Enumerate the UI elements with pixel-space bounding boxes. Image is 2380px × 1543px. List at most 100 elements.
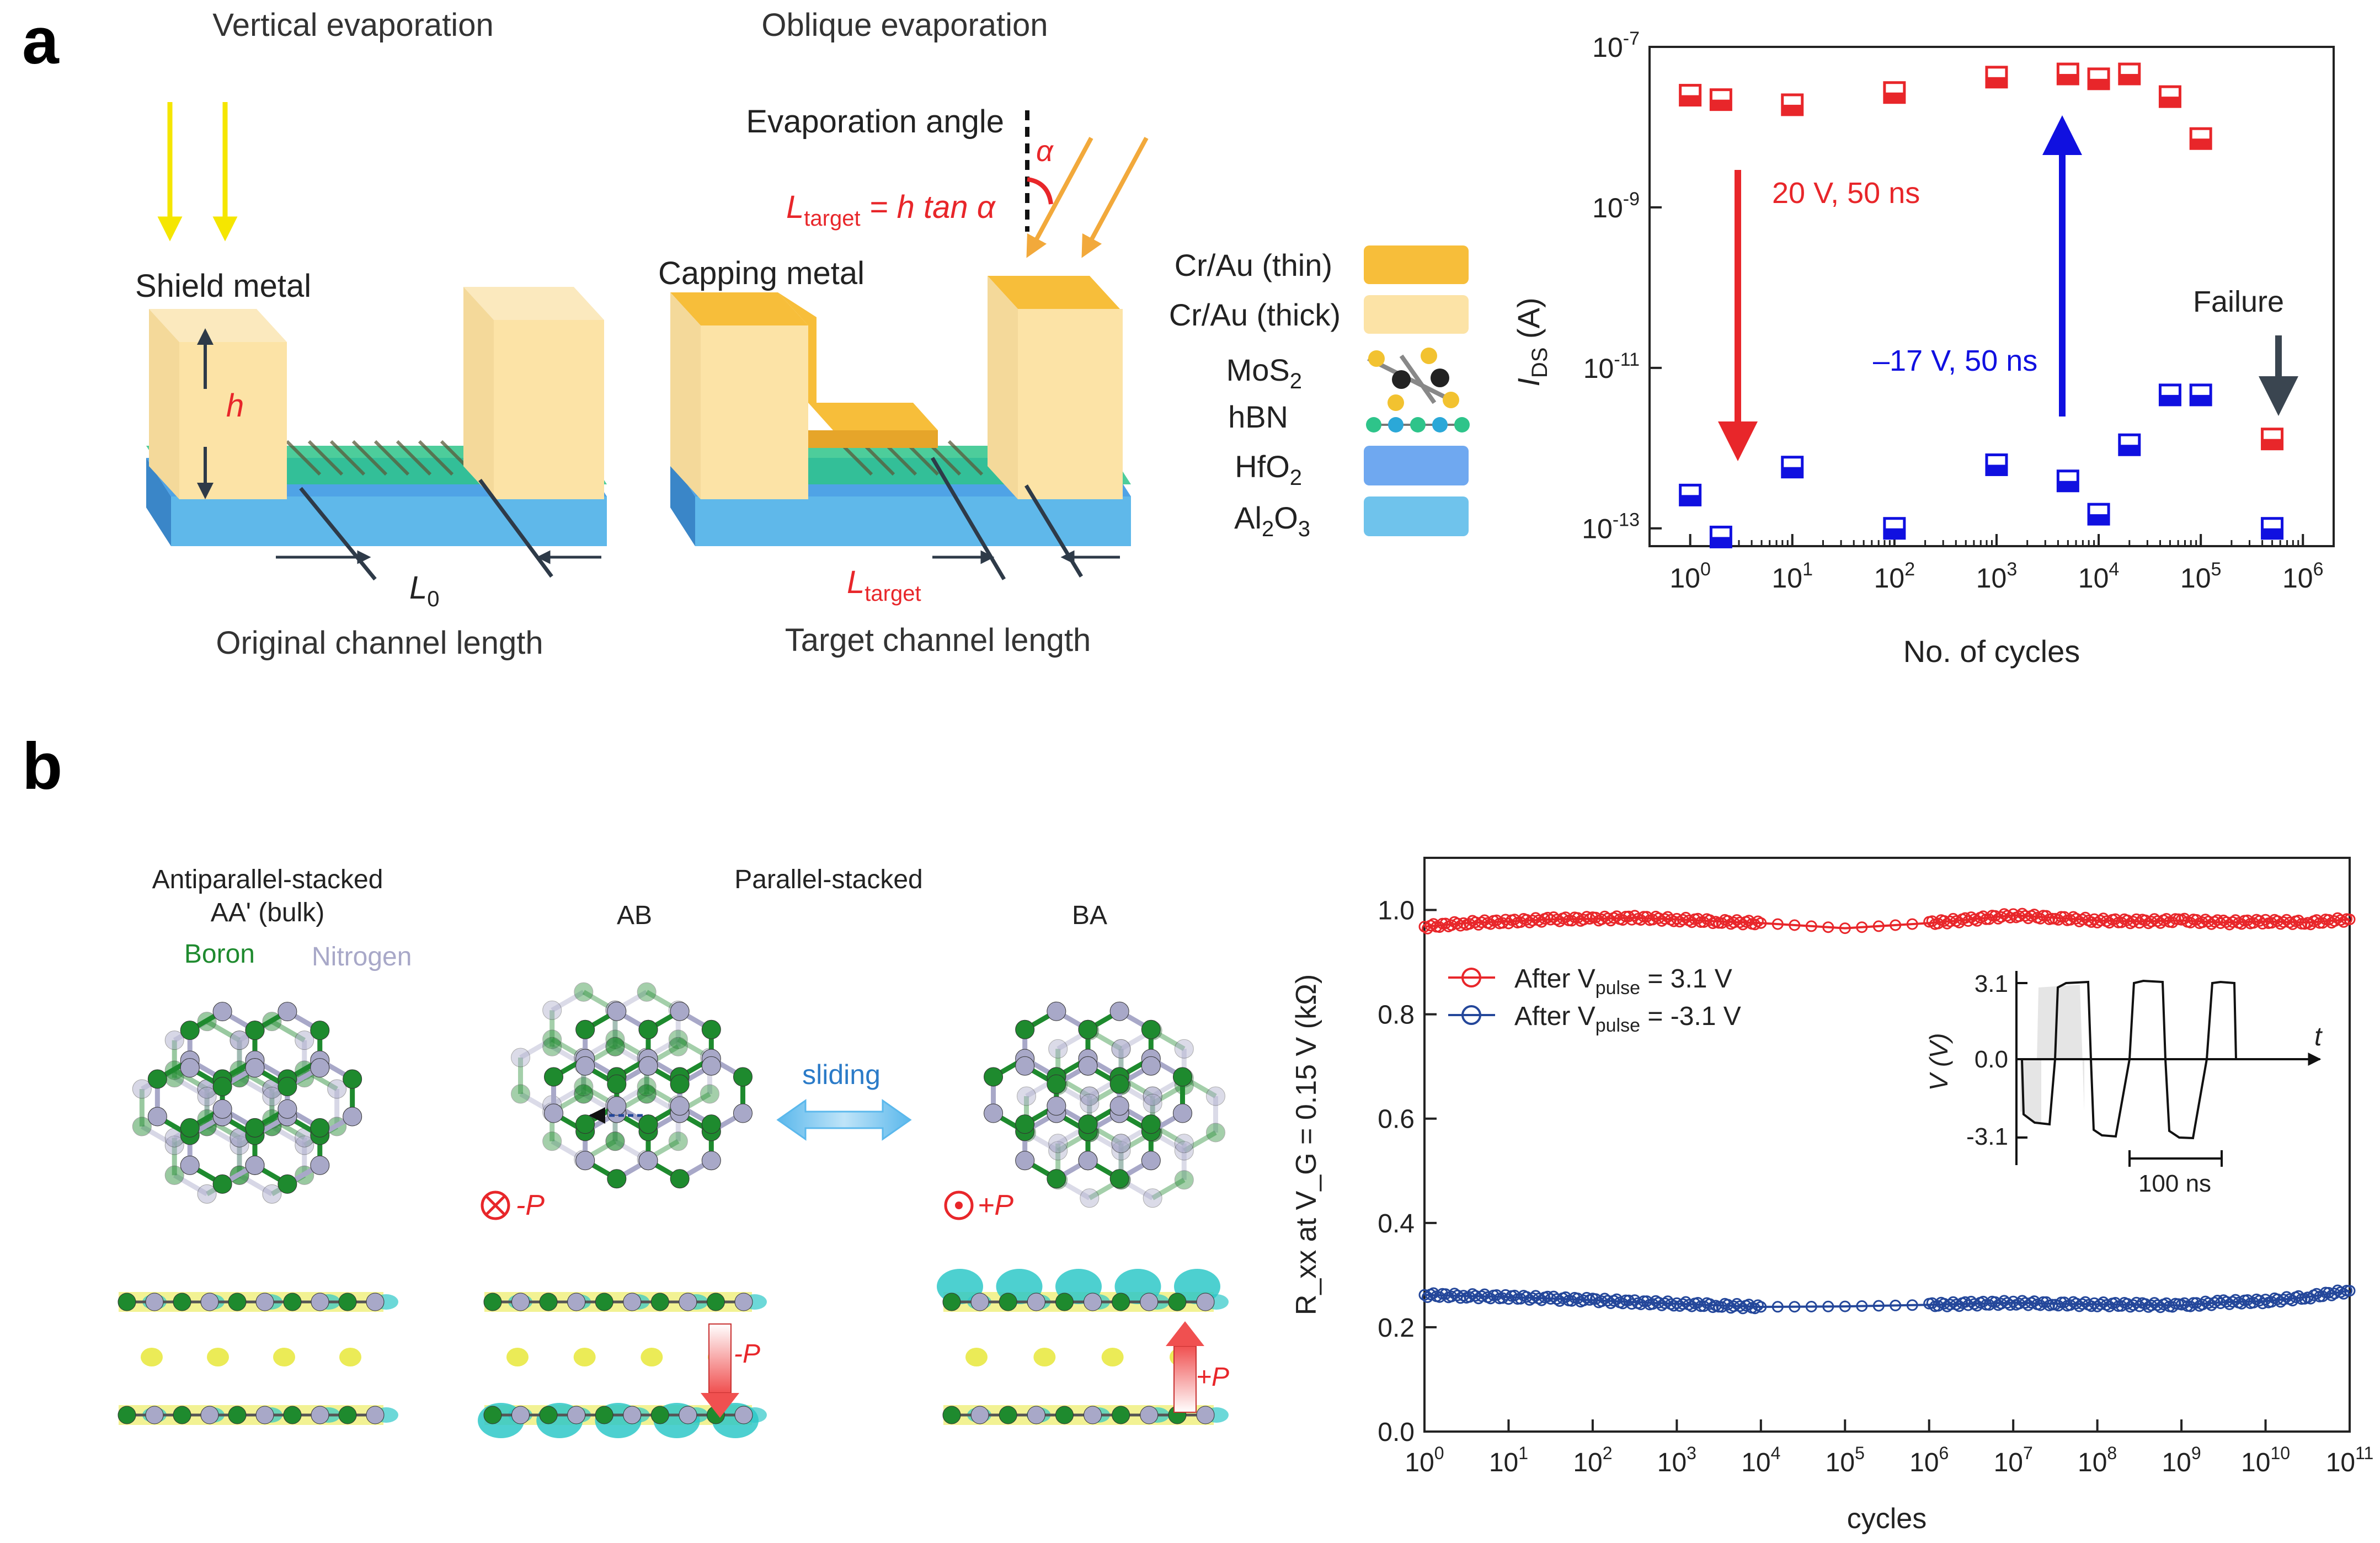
chart-a-xtick-label: 105: [2180, 559, 2222, 594]
nitrogen-atom: [1027, 1406, 1045, 1424]
legend-al2o3: Al2O3: [1234, 500, 1310, 541]
chart-a-ylabel: IDS (A): [1511, 297, 1552, 386]
nitrogen-atom: [180, 1155, 200, 1175]
antiparallel-title: Antiparallel-stacked: [152, 865, 383, 894]
boron-atom: [574, 1084, 594, 1104]
nitrogen-atom: [310, 1058, 330, 1078]
chart-b-point-low: [2229, 1294, 2242, 1306]
chart-b-point-low: [2196, 1299, 2208, 1311]
chart-b-xtick-label: 101: [1489, 1443, 1528, 1477]
bond: [551, 990, 585, 1013]
chart-a-point-off: [1883, 517, 1906, 540]
plus-p-arrow: [1166, 1321, 1204, 1413]
chart-b-xtick-label: 1010: [2241, 1443, 2290, 1477]
chart-b-point-high: [1789, 919, 1801, 931]
boron-atom: [984, 1067, 1004, 1087]
nitrogen-atom: [1143, 1093, 1162, 1113]
chart-b-point-high: [1479, 914, 1491, 926]
nitrogen-atom: [180, 1058, 200, 1078]
boron-atom: [595, 1406, 613, 1424]
nitrogen-atom: [1205, 1086, 1225, 1106]
chart-b-point-high: [1839, 922, 1851, 935]
boron-atom: [212, 1077, 232, 1097]
nitrogen-atom: [733, 1103, 753, 1123]
chart-b-point-low: [1439, 1288, 1452, 1300]
nitrogen-atom: [734, 1406, 753, 1424]
chart-a-xtick-label: 103: [1976, 559, 2018, 594]
interlayer-lobe: [141, 1348, 163, 1366]
layer-legend: Cr/Au (thin) Cr/Au (thick) MoS2 hBN HfO2: [1169, 245, 1470, 541]
legend-low-marker: [1461, 1005, 1481, 1025]
nitrogen-atom: [327, 1079, 347, 1099]
bond: [551, 1084, 585, 1107]
nitrogen-atom: [970, 1406, 989, 1424]
chart-a-point-on: [1883, 81, 1906, 104]
boron-atom: [670, 1074, 690, 1094]
chart-b-point-low: [2007, 1295, 2019, 1307]
boron-atom: [283, 1406, 302, 1424]
nitrogen-atom: [147, 1107, 167, 1126]
nitrogen-atom: [679, 1406, 697, 1424]
chart-b-point-low: [1560, 1291, 1572, 1303]
nitrogen-atom: [212, 1099, 232, 1119]
chart-a-xtick-label: 101: [1771, 559, 1813, 594]
chart-b-point-low: [1926, 1297, 1938, 1309]
boron-atom: [180, 1118, 200, 1138]
nitrogen-atom: [1111, 1039, 1131, 1059]
chart-a-point-off: [1679, 483, 1702, 506]
chart-a-point-off: [2261, 517, 2284, 540]
evaporation-angle-label: Evaporation angle: [746, 104, 1004, 140]
chart-b-point-high: [2133, 917, 2146, 929]
alpha-label: α: [1036, 135, 1054, 168]
nitrogen-atom: [623, 1293, 642, 1311]
chart-b-point-high: [1692, 912, 1704, 925]
chart-b-point-low: [1616, 1298, 1629, 1310]
chart-b-series: [1418, 907, 2356, 1315]
chart-b-point-high: [1485, 918, 1497, 930]
chart-b-point-high: [1755, 917, 1767, 929]
aa-bulk-title: AA' (bulk): [211, 898, 325, 927]
chart-b-point-high: [1491, 914, 1503, 926]
chart-a-xtick-label: 104: [2078, 559, 2120, 594]
nitrogen-label: Nitrogen: [312, 942, 412, 971]
nitrogen-atom: [1174, 1141, 1194, 1161]
legend-crau-thick: Cr/Au (thick): [1169, 297, 1341, 332]
chart-b-point-low: [1977, 1295, 1989, 1307]
nitrogen-atom: [262, 1087, 282, 1107]
boron-atom: [1055, 1293, 1074, 1311]
nitrogen-atom: [701, 1151, 721, 1171]
boron-atom: [132, 1117, 152, 1136]
chart-b-ytick-label: 1.0: [1378, 896, 1415, 926]
bond: [1151, 1177, 1186, 1200]
boron-atom: [668, 1131, 688, 1151]
interlayer-lobe: [273, 1348, 295, 1366]
nitrogen-atom: [1140, 1293, 1159, 1311]
nitrogen-atom: [310, 1155, 330, 1175]
boron-atom: [1015, 1114, 1035, 1134]
nitrogen-atom: [1048, 1039, 1068, 1059]
chart-b-point-low: [1771, 1301, 1784, 1313]
nitrogen-atom: [1111, 1134, 1131, 1154]
chart-b-point-high: [1906, 918, 1918, 930]
boron-atom: [542, 1037, 562, 1056]
nitrogen-atom: [1141, 1056, 1161, 1076]
chart-b-point-high: [2034, 912, 2046, 925]
chart-b-point-high: [1749, 919, 1761, 931]
nitrogen-atom: [1174, 1039, 1194, 1059]
chart-b-point-high: [1566, 915, 1578, 927]
chart-b-point-high: [2310, 914, 2323, 926]
chart-b-point-high: [2190, 914, 2202, 926]
boron-atom: [706, 1293, 725, 1311]
reset-pulse-label: –17 V, 50 ns: [1873, 344, 2037, 377]
nitrogen-atom: [230, 1031, 249, 1050]
nitrogen-atom: [1111, 1134, 1131, 1154]
chart-b-point-high: [1856, 921, 1868, 933]
ltarget-formula: Ltarget = h tan α: [786, 189, 996, 231]
chart-a-xtick-label: 106: [2282, 559, 2324, 594]
chart-b-point-high: [1445, 919, 1458, 931]
nitrogen-atom: [295, 1135, 314, 1155]
chart-b-point-low: [1906, 1299, 1918, 1311]
nitrogen-atom: [200, 1406, 219, 1424]
chart-b-point-low: [2184, 1300, 2196, 1312]
